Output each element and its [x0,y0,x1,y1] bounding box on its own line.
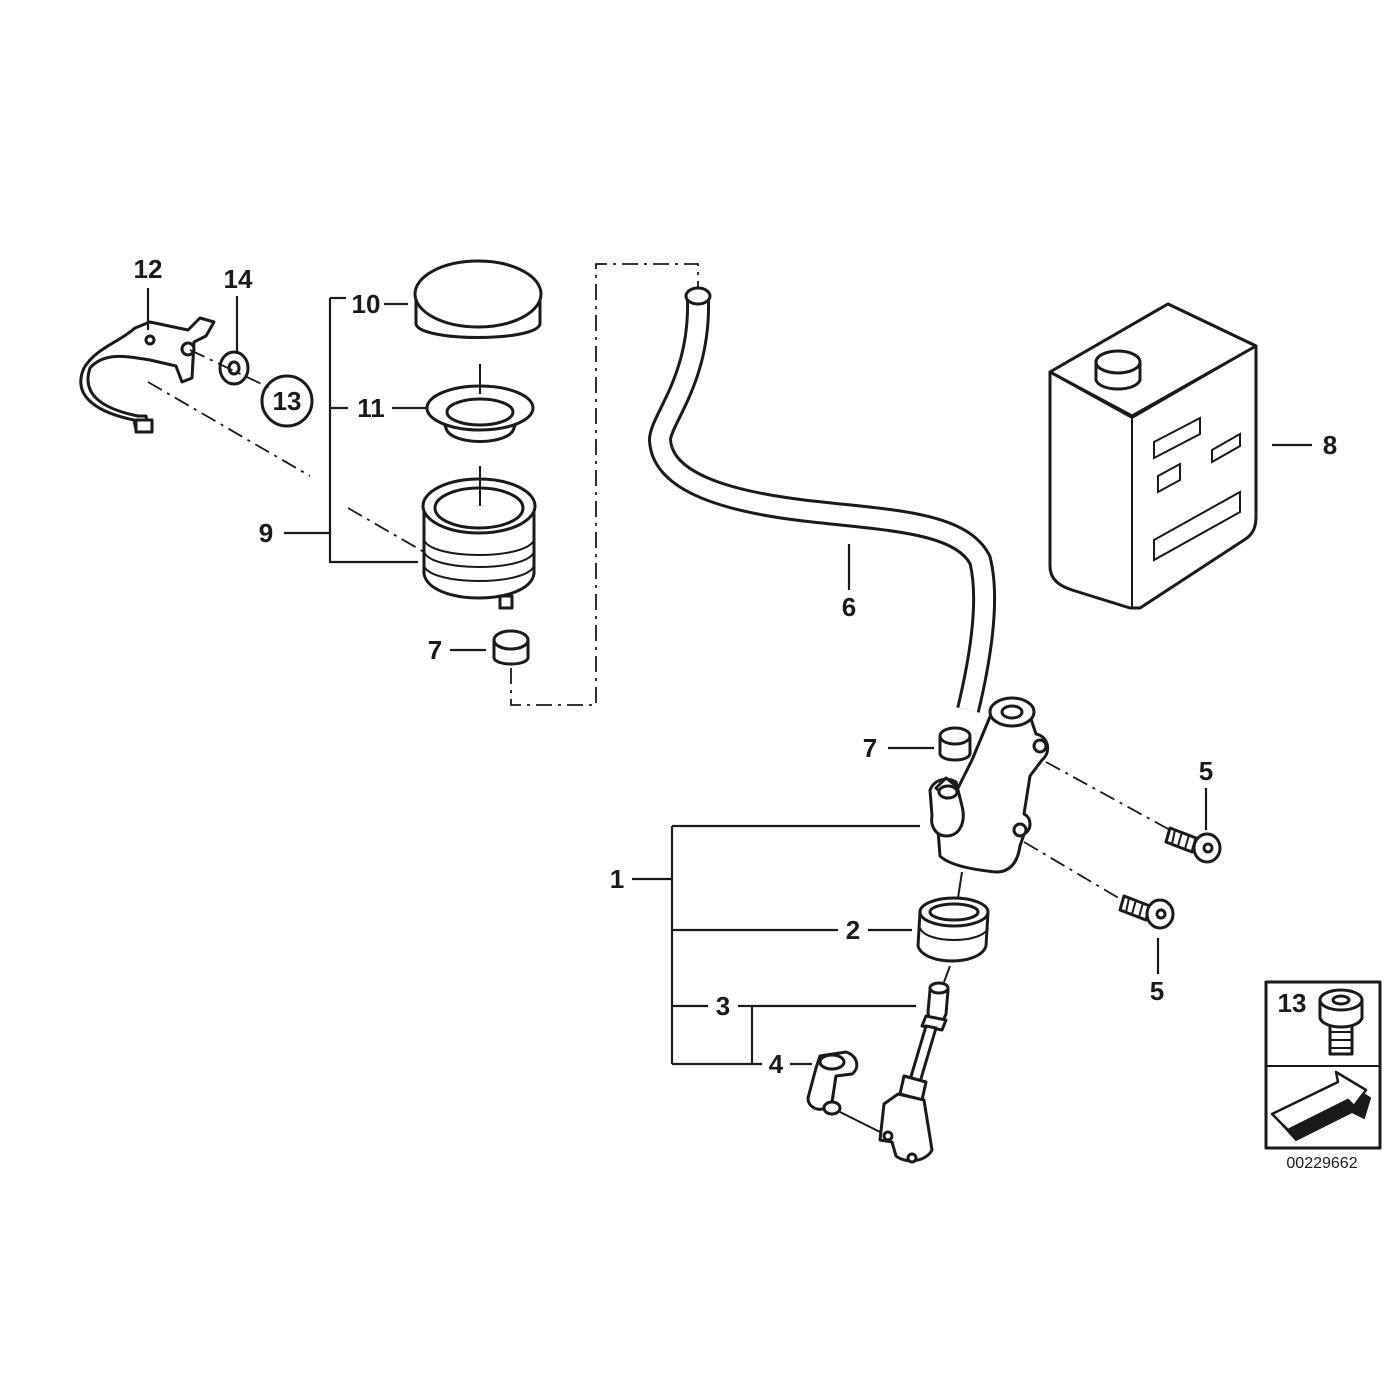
hose-clip-part[interactable] [492,629,530,666]
diaphragm-part[interactable] [425,384,535,443]
callout-9[interactable]: 9 [259,518,273,548]
legend-arrow-icon [1270,1070,1372,1142]
washer-part[interactable] [218,350,250,386]
callout-4[interactable]: 4 [769,1049,784,1079]
callout-5-upper[interactable]: 5 [1199,756,1213,786]
callout-12[interactable]: 12 [134,254,163,284]
callout-3[interactable]: 3 [716,991,730,1021]
push-rod-part[interactable] [878,981,950,1164]
callout-6[interactable]: 6 [842,592,856,622]
bracket-part[interactable] [79,316,216,434]
callout-10[interactable]: 10 [352,289,381,319]
callout-13[interactable]: 13 [273,386,302,416]
callout-14[interactable]: 14 [224,264,253,294]
callout-7-lower[interactable]: 7 [863,733,877,763]
master-cylinder-part[interactable] [928,696,1050,874]
legend-box [1264,980,1382,1150]
callout-2[interactable]: 2 [846,915,860,945]
screw-part-upper[interactable] [1164,826,1222,864]
reservoir-part[interactable] [421,477,537,610]
leader-lines [146,263,1312,1133]
legend-screw-icon [1318,988,1364,1056]
hose-part[interactable] [647,286,997,713]
callout-1[interactable]: 1 [610,864,624,894]
diagram-id: 00229662 [1286,1155,1357,1172]
callout-7-upper[interactable]: 7 [428,635,442,665]
reservoir-cap-part[interactable] [413,259,543,339]
screw-part-lower[interactable] [1118,894,1175,930]
callout-labels: 12 14 13 10 11 9 7 6 8 7 5 5 1 2 3 4 13 … [134,254,1358,1172]
screw-reference-circle[interactable] [260,374,314,428]
brake-fluid-can-part[interactable] [1048,302,1258,610]
hose-clip-part-lower[interactable] [938,726,972,762]
callout-8[interactable]: 8 [1323,430,1337,460]
seal-sleeve-part[interactable] [916,896,990,963]
legend-part-number: 13 [1278,988,1307,1018]
callout-11[interactable]: 11 [357,393,385,423]
callout-5-lower[interactable]: 5 [1150,976,1164,1006]
retaining-clip-part[interactable] [806,1050,859,1116]
